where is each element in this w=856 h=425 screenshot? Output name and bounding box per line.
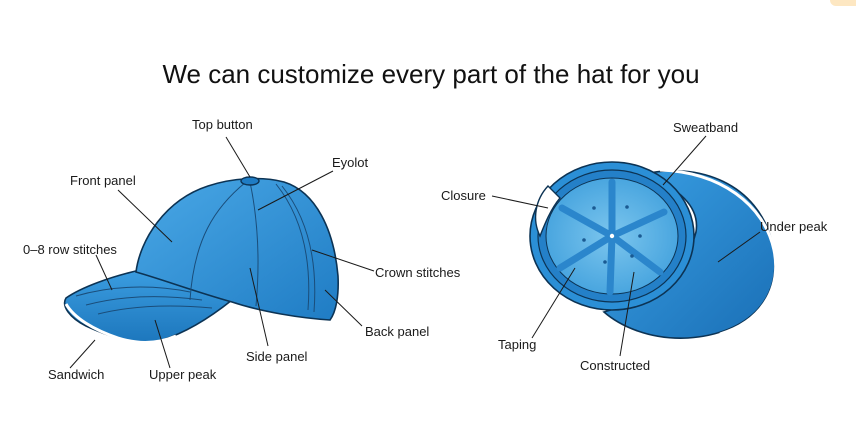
taping-strips [556, 178, 668, 296]
label-crown-stitches: Crown stitches [375, 265, 461, 280]
label-under-peak: Under peak [760, 219, 828, 234]
right-leader-lines [491, 135, 761, 357]
row-stitch-3 [97, 305, 213, 315]
label-side-panel: Side panel [246, 349, 308, 364]
inner-eyelets [582, 205, 642, 264]
corner-tab [830, 0, 856, 6]
crown-stitch-a [275, 183, 310, 311]
sandwich-line [64, 303, 177, 344]
top-button-shape [240, 176, 260, 186]
row-stitch-2 [85, 296, 203, 306]
center-seam [249, 181, 259, 307]
label-back-panel: Back panel [365, 324, 429, 339]
page-title: We can customize every part of the hat f… [162, 59, 699, 89]
label-constructed: Constructed [580, 358, 650, 373]
label-taping: Taping [498, 337, 536, 352]
label-upper-peak: Upper peak [149, 367, 217, 382]
crown-stitch-b [281, 185, 316, 313]
cap-underside-view [529, 161, 778, 339]
label-top-button: Top button [192, 117, 253, 132]
left-leader-lines [69, 136, 375, 369]
label-eyolot: Eyolot [332, 155, 369, 170]
closure-opening [534, 184, 561, 238]
under-peak-edge [659, 168, 778, 336]
cap-side-view [63, 176, 339, 344]
label-front-panel: Front panel [70, 173, 136, 188]
label-row-stitches: 0–8 row stitches [23, 242, 117, 257]
crown-shape [135, 177, 339, 321]
front-seam [189, 181, 247, 301]
row-stitch-1 [75, 286, 191, 297]
label-sweatband: Sweatband [673, 120, 738, 135]
center-point [609, 233, 615, 239]
label-sandwich: Sandwich [48, 367, 104, 382]
label-closure: Closure [441, 188, 486, 203]
